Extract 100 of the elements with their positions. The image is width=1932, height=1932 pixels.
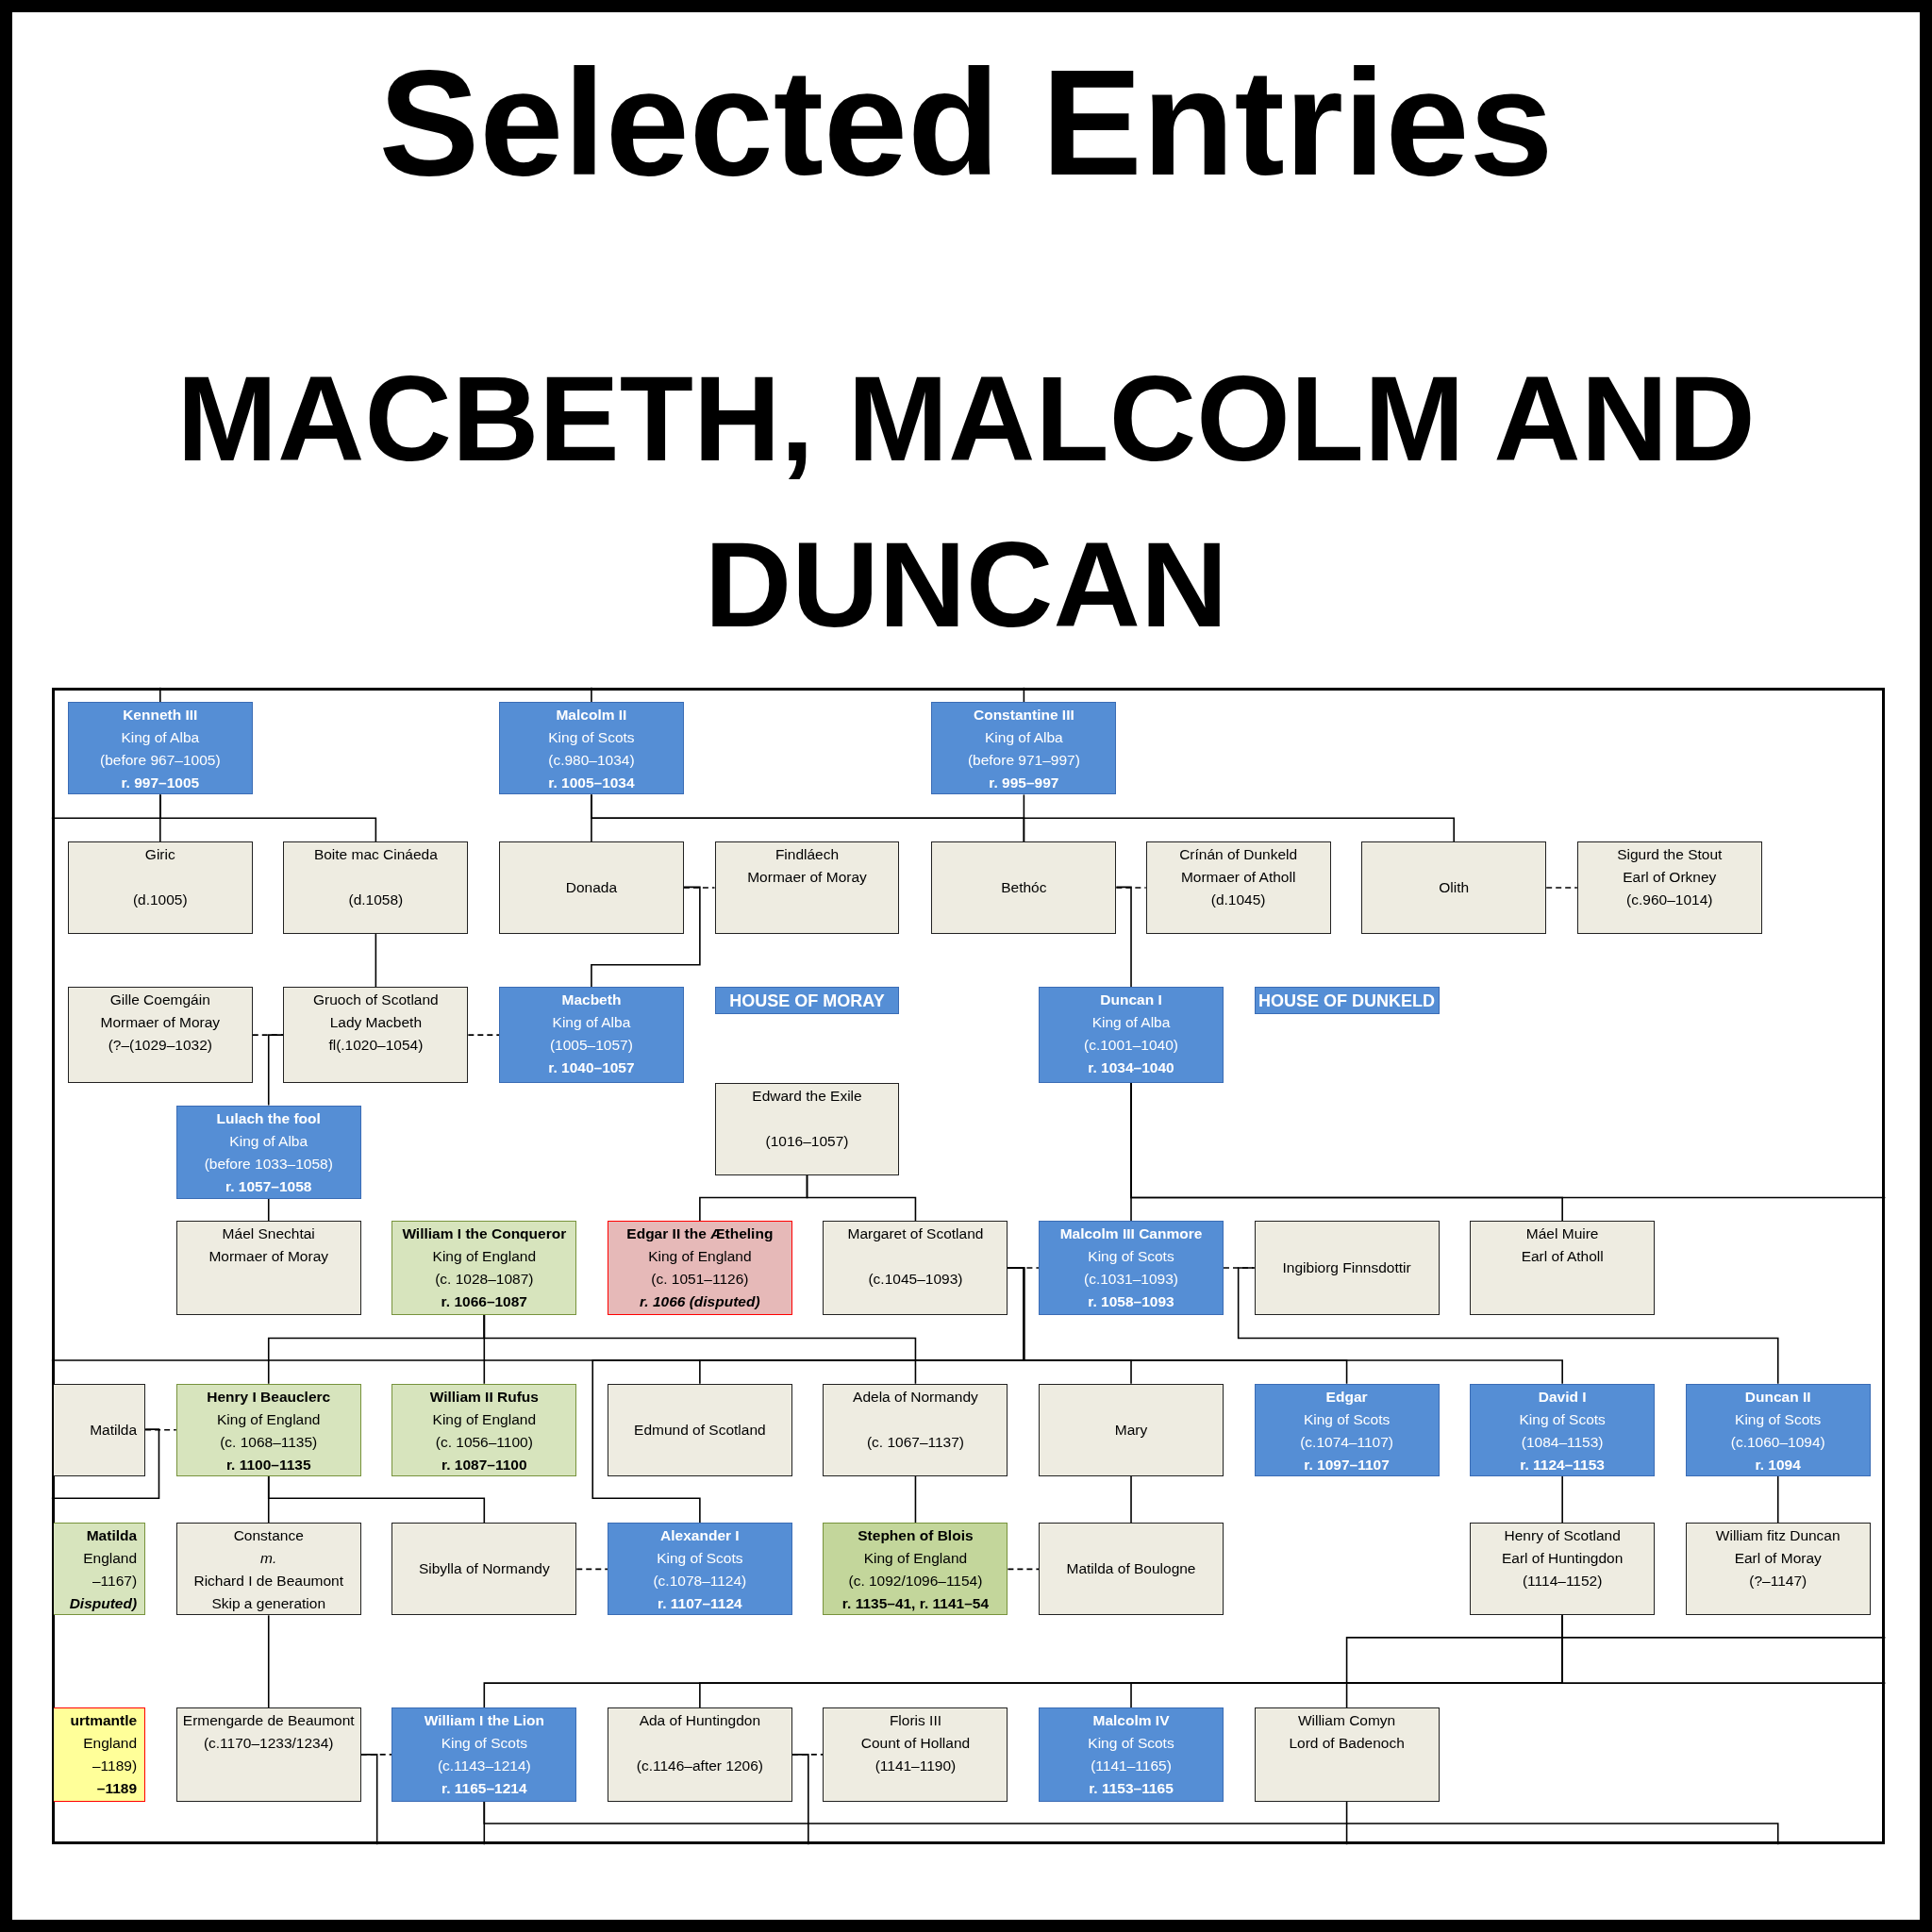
person-detail: –1189) (92, 1757, 138, 1776)
descent-line (806, 1174, 917, 1223)
person-detail: (1005–1057) (549, 1036, 633, 1056)
monarch-box (175, 1105, 361, 1199)
person-detail: King of Alba (229, 1131, 308, 1151)
marriage-line (144, 1428, 177, 1431)
person-name: William fitz Duncan (1715, 1526, 1840, 1546)
monarch-box (54, 1707, 146, 1802)
person-name: Ingibiorg Finnsdottir (1282, 1258, 1411, 1277)
person-name: Constantine III (973, 706, 1074, 725)
person-name: William Comyn (1297, 1711, 1396, 1731)
monarch-box (931, 702, 1117, 795)
person-detail: Earl of Orkney (1623, 868, 1717, 888)
person-box (1039, 1383, 1224, 1476)
marriage-line (1545, 887, 1578, 889)
person-detail: (before 967–1005) (100, 751, 221, 771)
person-name: Floris III (889, 1711, 941, 1731)
person-name: Duncan II (1744, 1387, 1811, 1407)
marriage-line (1115, 887, 1147, 889)
descent-line (483, 1800, 1779, 1846)
person-detail: (c.1143–1214) (437, 1757, 531, 1776)
person-box (1254, 1707, 1440, 1802)
person-name: Margaret of Scotland (847, 1224, 984, 1244)
person-detail: England (83, 1734, 138, 1754)
person-name: Adela of Normandy (853, 1387, 978, 1407)
person-name: Máel Muire (1525, 1224, 1599, 1244)
descent-line (1237, 1267, 1779, 1385)
person-name: Máel Snechtai (222, 1224, 315, 1244)
person-detail: (1114–1152) (1522, 1572, 1603, 1591)
person-name: Malcolm II (556, 706, 627, 725)
person-detail: r. 1034–1040 (1088, 1058, 1174, 1078)
person-box (823, 1221, 1008, 1315)
person-detail: r. 1005–1034 (548, 774, 635, 793)
person-detail: (c.1170–1233/1234) (203, 1734, 334, 1754)
person-box (67, 987, 253, 1084)
person-detail: r. 997–1005 (121, 774, 200, 793)
descent-line (1561, 1474, 1563, 1524)
person-box (714, 1083, 900, 1176)
person-detail: King of Scots (1088, 1734, 1174, 1754)
person-detail: (c. 1056–1100) (435, 1432, 533, 1452)
person-detail: (d.1005) (132, 891, 188, 910)
person-detail: Richard I de Beaumont (193, 1572, 343, 1591)
marriage-line (467, 1034, 500, 1036)
descent-line (159, 687, 161, 704)
descent-line (51, 1267, 1025, 1361)
person-detail: m. (260, 1549, 277, 1569)
person-name: David I (1538, 1387, 1587, 1407)
person-box (607, 1707, 792, 1802)
person-name: Alexander I (660, 1526, 740, 1546)
person-detail: (c. 1028–1087) (435, 1270, 534, 1290)
descent-line (1345, 1800, 1348, 1846)
person-detail: (c.960–1014) (1626, 891, 1713, 910)
person-detail: r. 1153–1165 (1089, 1779, 1174, 1799)
person-name: Duncan I (1100, 991, 1162, 1010)
person-detail: (c. 1068–1135) (220, 1432, 318, 1452)
person-detail: (c.980–1034) (548, 751, 635, 771)
descent-line (267, 1198, 270, 1223)
descent-line (51, 793, 161, 820)
person-name: Sigurd the Stout (1617, 845, 1723, 865)
person-detail: King of England (432, 1247, 536, 1267)
person-detail: Lord of Badenoch (1289, 1734, 1405, 1754)
descent-line (1776, 1474, 1779, 1524)
person-detail: Disputed) (69, 1594, 138, 1614)
person-name: Edmund of Scotland (634, 1420, 766, 1440)
person-name: William I the Lion (424, 1711, 544, 1731)
person-name: Ermengarde de Beaumont (182, 1711, 355, 1731)
person-name: Constance (233, 1526, 304, 1546)
person-box (1145, 841, 1331, 935)
person-box (175, 1221, 361, 1315)
person-name: William II Rufus (429, 1387, 539, 1407)
person-name: Mary (1114, 1420, 1148, 1440)
person-box (931, 841, 1117, 935)
person-name: Lulach the fool (216, 1108, 321, 1128)
person-detail: r. 1135–41, r. 1141–54 (841, 1594, 989, 1614)
marriage-line (575, 1568, 608, 1571)
person-detail: King of Alba (552, 1013, 631, 1033)
person-box (54, 1383, 146, 1476)
person-detail: r. 1094 (1755, 1455, 1801, 1474)
monarch-box (54, 1523, 146, 1616)
marriage-line (683, 887, 716, 889)
person-name: Macbeth (561, 991, 622, 1010)
person-detail: r. 1124–1153 (1520, 1455, 1605, 1474)
person-detail: King of Scots (441, 1734, 527, 1754)
person-box (1470, 1221, 1656, 1315)
person-box (1039, 1523, 1224, 1616)
monarch-box (607, 1523, 792, 1616)
person-detail: (d.1058) (348, 891, 404, 910)
monarch-box (1039, 1221, 1224, 1315)
person-detail: Mormaer of Moray (208, 1247, 329, 1267)
person-name: urtmantle (70, 1711, 138, 1731)
person-name: Matilda (90, 1420, 138, 1440)
person-detail: King of England (432, 1409, 536, 1429)
descent-line (1561, 1614, 1887, 1684)
monarch-box (1039, 987, 1224, 1084)
person-detail: (c.1146–after 1206) (636, 1757, 763, 1776)
person-name: Findláech (774, 845, 840, 865)
person-box (1685, 1523, 1871, 1616)
descent-line (1345, 1637, 1887, 1709)
descent-line (1115, 886, 1132, 988)
person-name: William I the Conqueror (402, 1224, 567, 1244)
